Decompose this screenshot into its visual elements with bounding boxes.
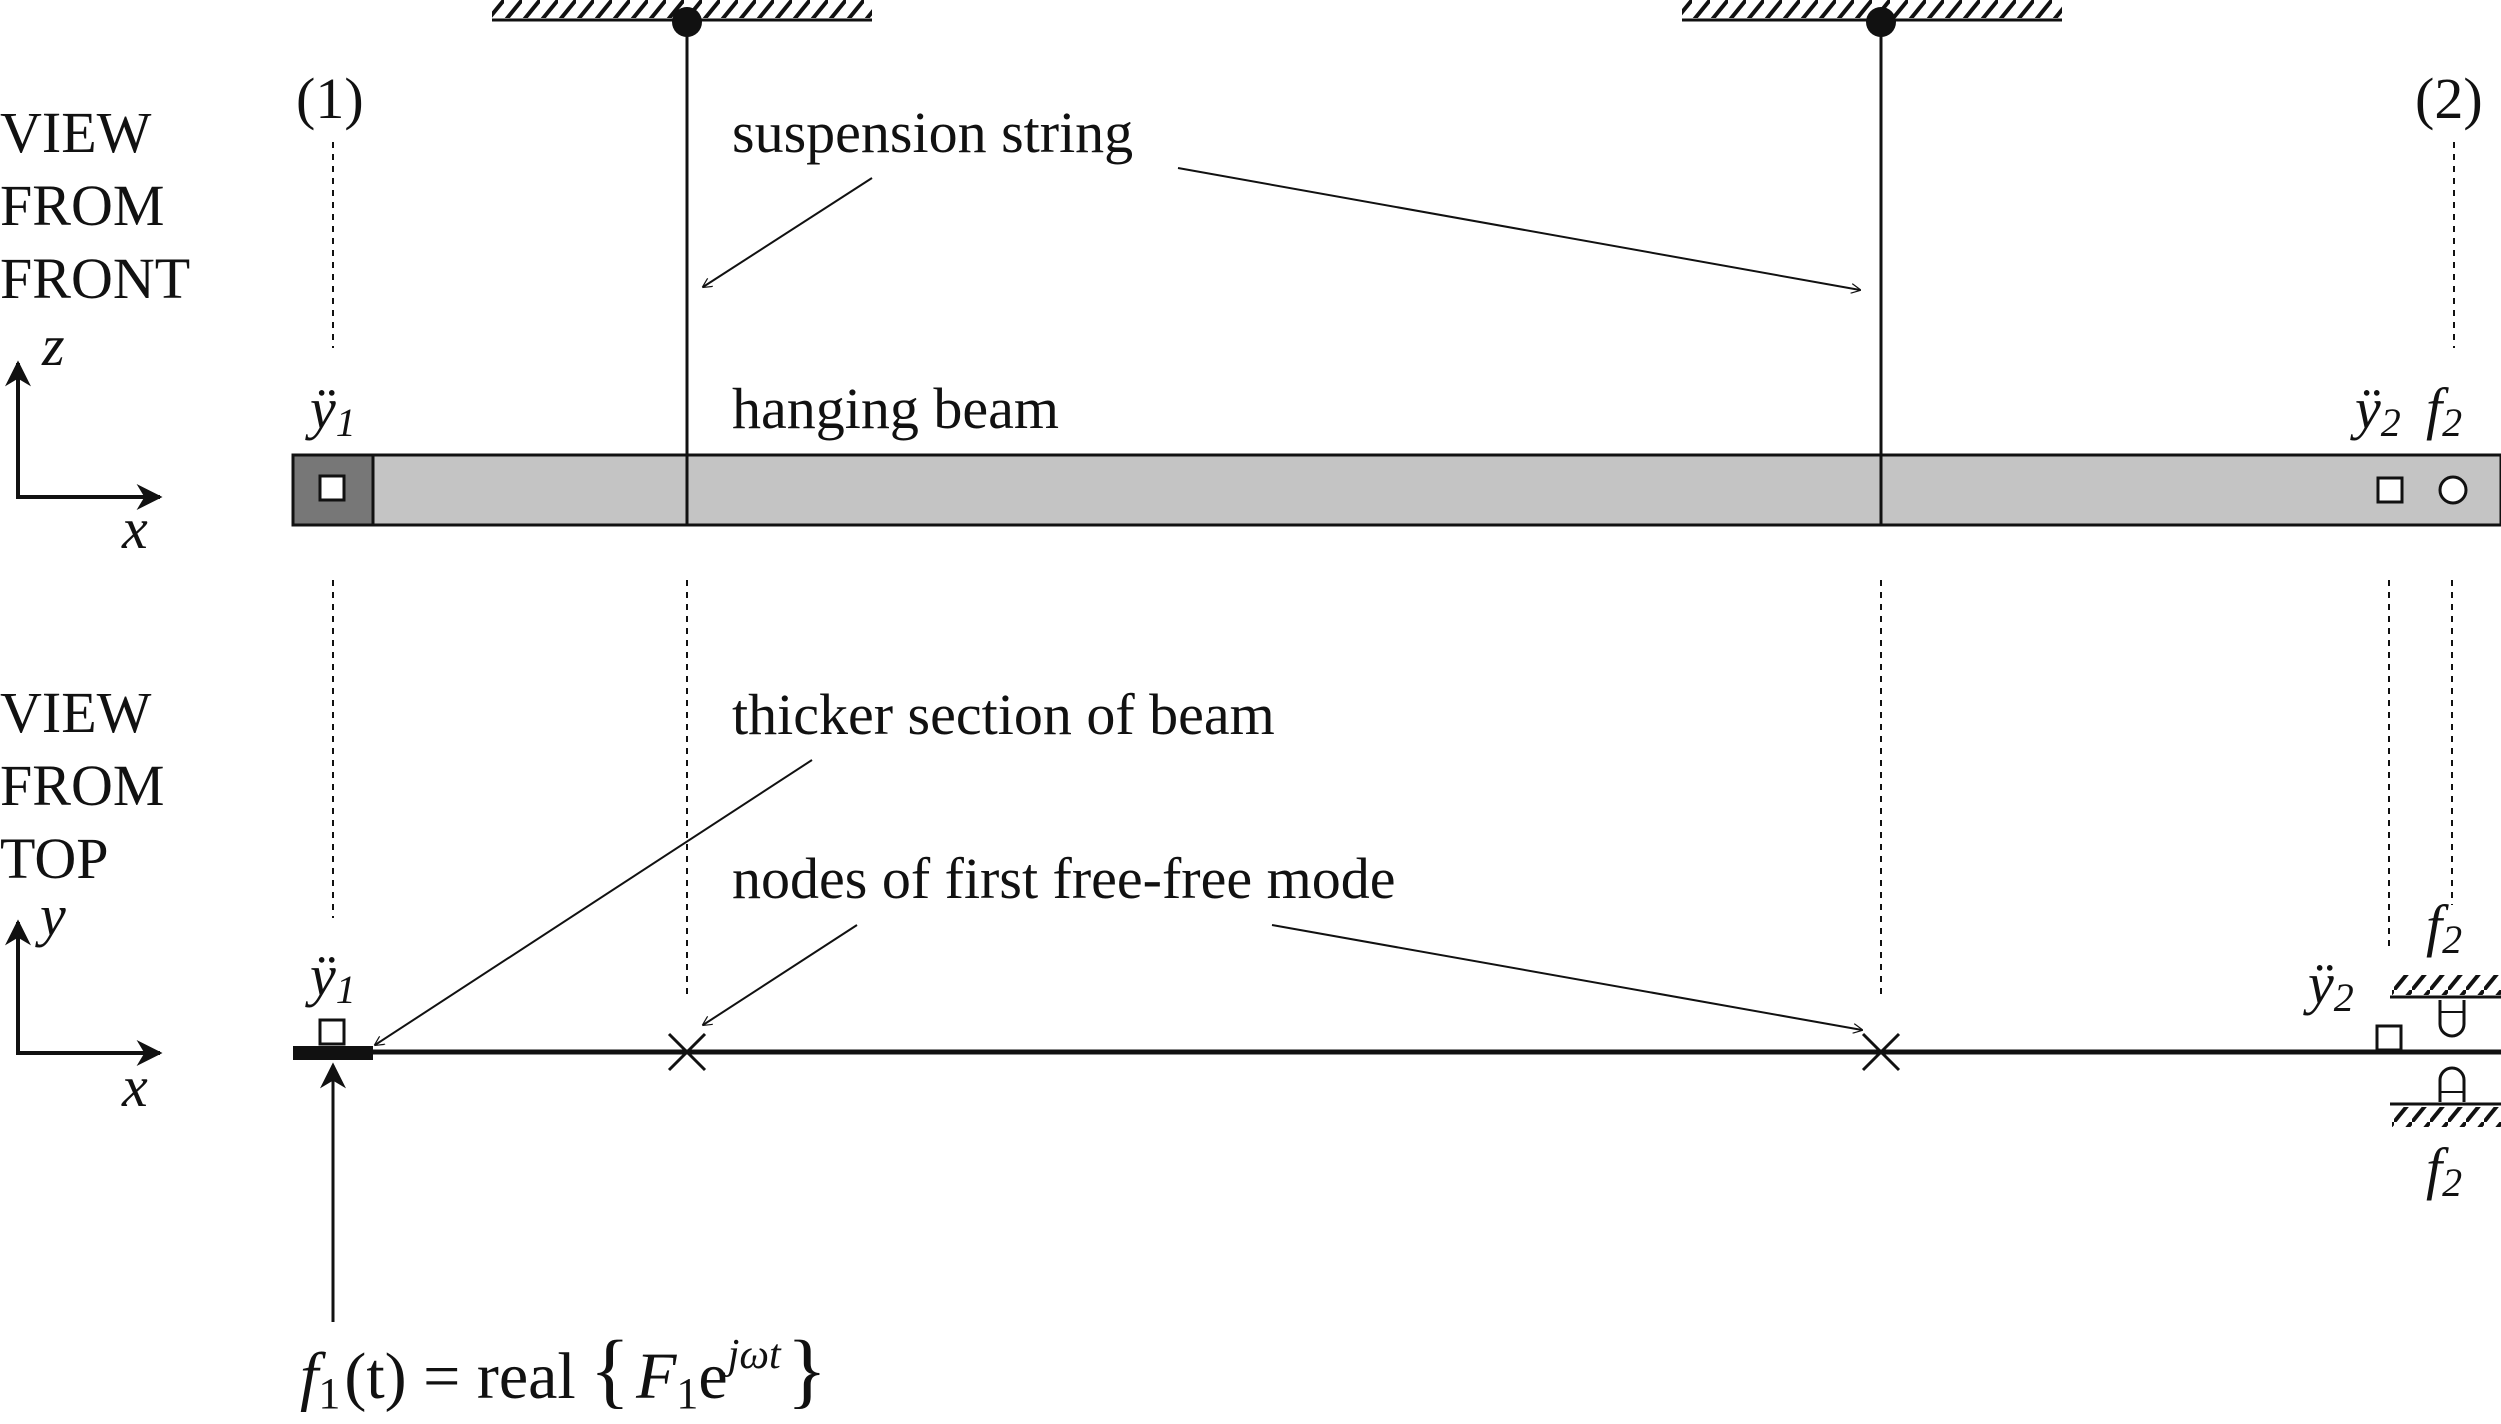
accelerometer-2-front [2376,476,2404,504]
shaker-lower [2390,1066,2501,1127]
point-2-label: (2) [2415,66,2483,131]
shaker-upper [2390,975,2501,1038]
nodes-arrow-left [703,924,858,1025]
front-axes [4,360,163,510]
top-view-label-line-1: VIEW [0,680,152,745]
acceleration-y1-top: ÿ1 [305,943,356,1012]
top-view-label-line-2: FROM [0,753,164,818]
nodes-arrow-right [1271,924,1862,1030]
suspension-arrow-left [703,177,873,287]
force-point-2-front [2438,475,2468,505]
top-axes [4,919,163,1066]
node-marker-right [1861,1032,1901,1072]
dashed-guide-lines [332,142,2455,1000]
thicker-section-arrow [375,759,813,1045]
accelerometer-1-top [318,1018,346,1046]
top-view-label-line-3: TOP [0,826,109,891]
front-axis-x-label: x [121,496,148,561]
force-f2-top-upper: f2 [2426,893,2462,962]
force-f2-top-lower: f2 [2426,1136,2462,1205]
front-view-label-line-2: FROM [0,173,164,238]
suspension-string-label: suspension string [732,100,1133,165]
suspension-arrow-right [1177,167,1860,290]
node-marker-left [667,1032,707,1072]
force-f2-front: f2 [2426,376,2462,445]
excitation-force-equation: f1(t) = real{F1ejωt} [300,1324,827,1418]
top-axis-x-label: x [121,1054,148,1119]
acceleration-y2-front: ÿ2 [2350,376,2401,445]
thicker-section-top [293,1046,373,1060]
hanging-beam-front [291,453,2501,527]
point-1-label: (1) [296,66,364,131]
thicker-section-label: thicker section of beam [732,682,1275,747]
front-view-label-line-1: VIEW [0,100,152,165]
front-axis-z-label: z [41,313,65,378]
front-view-label-line-3: FRONT [0,246,190,311]
accelerometer-2-top [2375,1024,2403,1052]
acceleration-y1-front: ÿ1 [305,376,356,445]
top-axis-y-label: y [35,883,66,948]
accelerometer-1-front [318,474,346,502]
hanging-beam-label: hanging beam [732,376,1059,441]
nodes-label: nodes of first free-free mode [732,846,1395,911]
acceleration-y2-top: ÿ2 [2303,951,2354,1020]
